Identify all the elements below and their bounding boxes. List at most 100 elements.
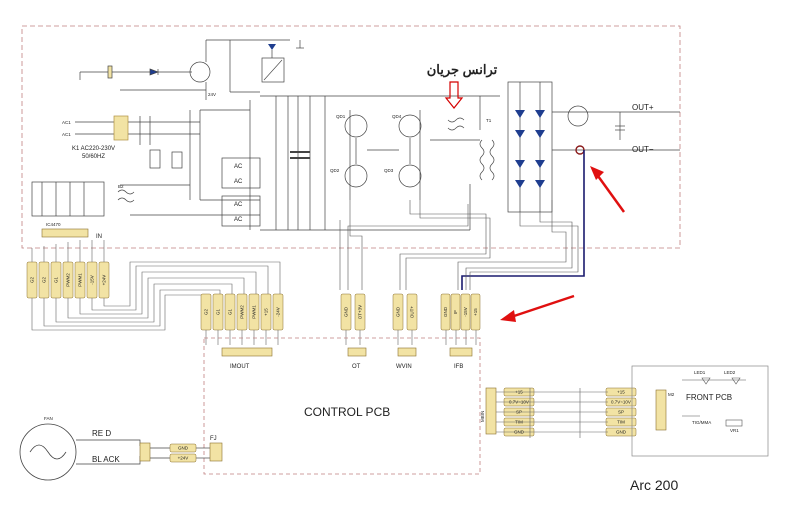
output-transformer [469,96,495,230]
label-ac1-b: AC1 [62,132,71,137]
label-mbin: MBIN [480,411,485,422]
label-vr1: VR1 [730,428,739,433]
connector-drop-wires [205,330,477,345]
imout-pin-label: PWM1 [252,305,257,319]
fj-header [209,442,223,462]
ifb-pin-tab [450,293,461,331]
fan-plug [139,442,151,462]
label-imout: IMOUT [230,364,250,370]
label-ifb: IFB [454,364,463,370]
imout-pin-label: G1 [216,309,221,316]
svg-text:AC: AC [234,217,243,223]
label-out-plus: OUT+ [632,103,654,112]
front-pcb-title: FRONT PCB [686,393,732,402]
front-row-label: TIM [617,420,625,425]
relay-coil [261,40,304,83]
front-row-label: GND [616,430,627,435]
current-transformer-annotation: ترانس جریان [427,62,498,78]
label-qd2: QD2 [330,168,340,173]
mosfet-bridge [344,114,422,188]
front-row-label: 0.7V~10V [611,400,631,405]
ifb-header [449,347,473,357]
label-fan: FAN [44,416,53,421]
fj-row-labels: GND +24V [169,443,197,463]
imout-pin-label: -24V [276,307,281,317]
label-red-wire: RE D [92,429,111,438]
relay-driver-circuit [79,39,290,100]
front-pcb-boundary [631,365,769,457]
svg-text:IC4470: IC4470 [46,222,61,227]
label-wvin: WVIN [396,364,412,370]
ot-pin-label: GND [344,306,349,317]
current-transformer [430,117,480,141]
ifb-pin-tab [460,293,471,331]
arrow-to-output-sensor [590,166,626,213]
dc-bus [260,95,500,231]
imout-pin-label: PWM2 [240,305,245,319]
label-qd3: QD3 [384,168,394,173]
imout-header [221,347,273,357]
label-k1-voltage: K1 AC220-230V [72,146,115,152]
ot-pin-labels: GND OT+3V [340,293,366,331]
front-pcb-components [682,377,746,427]
ifb-pin-label: -15V [463,307,468,317]
ifb-pin-labels: GND IF -15V +15 [440,293,481,331]
label-24v: 24V [208,92,216,97]
label-led1: LED1 [694,370,706,375]
imout-pin-label: G1 [228,309,233,316]
label-qd1: QD1 [336,114,346,119]
label-led2: LED2 [724,370,736,375]
aux-supply-blocks [31,181,135,217]
label-out-minus: OUT− [632,145,654,154]
ifb-pin-label: IF [453,310,458,314]
control-pcb-boundary [203,337,481,475]
label-frequency: 50/60HZ [82,154,105,160]
control-pcb-title: CONTROL PCB [304,405,390,419]
mbin-header [485,387,497,435]
label-qd4: QD4 [392,114,402,119]
in-pin-label: G2 [30,277,35,284]
front-header [655,389,667,431]
in-pin-label: G1 [54,277,59,284]
in-pin-label: PWM2 [66,273,71,287]
front-row-label: +15 [617,390,625,395]
fj-row-label: GND [178,446,189,451]
arrow-to-ifb-connector [500,294,575,322]
ot-pin-label: OT+3V [358,305,363,319]
fj-row-label: +24V [178,456,189,461]
svg-text:AC: AC [234,179,243,185]
ifb-pin-tab [470,293,481,331]
rectifier-module-2: AC AC [221,195,261,227]
fan [19,423,77,481]
label-ot: OT [352,364,361,370]
power-board-boundary [21,25,681,249]
fj-row-tab [169,443,197,453]
label-m2: M2 [668,392,675,397]
front-row-label: SP [618,410,624,415]
signal-wiring [339,200,579,290]
ifb-pin-label: +15 [473,308,478,316]
in-header: IC4470 [41,222,89,238]
annotation-down-arrow [444,81,464,109]
ifb-pin-label: GND [443,306,448,317]
mbin-to-front-wiring [496,388,608,438]
imout-pin-label: G2 [204,309,209,316]
ifb-pin-tab [440,293,451,331]
output-terminals [552,105,680,155]
label-t1: T1 [486,118,492,123]
wvin-pin-label: OUT+ [410,306,415,318]
in-pin-label: PWM1 [78,273,83,287]
output-rectifier [507,81,553,213]
svg-text:AC: AC [234,164,243,170]
label-tig-mma: TIG/MMA [692,420,711,425]
model-label: Arc 200 [630,477,678,493]
in-pin-label: -15V [90,275,95,285]
label-b2: B2 [118,184,124,189]
ot-header [347,347,367,357]
in-to-imout-wiring [31,240,281,331]
